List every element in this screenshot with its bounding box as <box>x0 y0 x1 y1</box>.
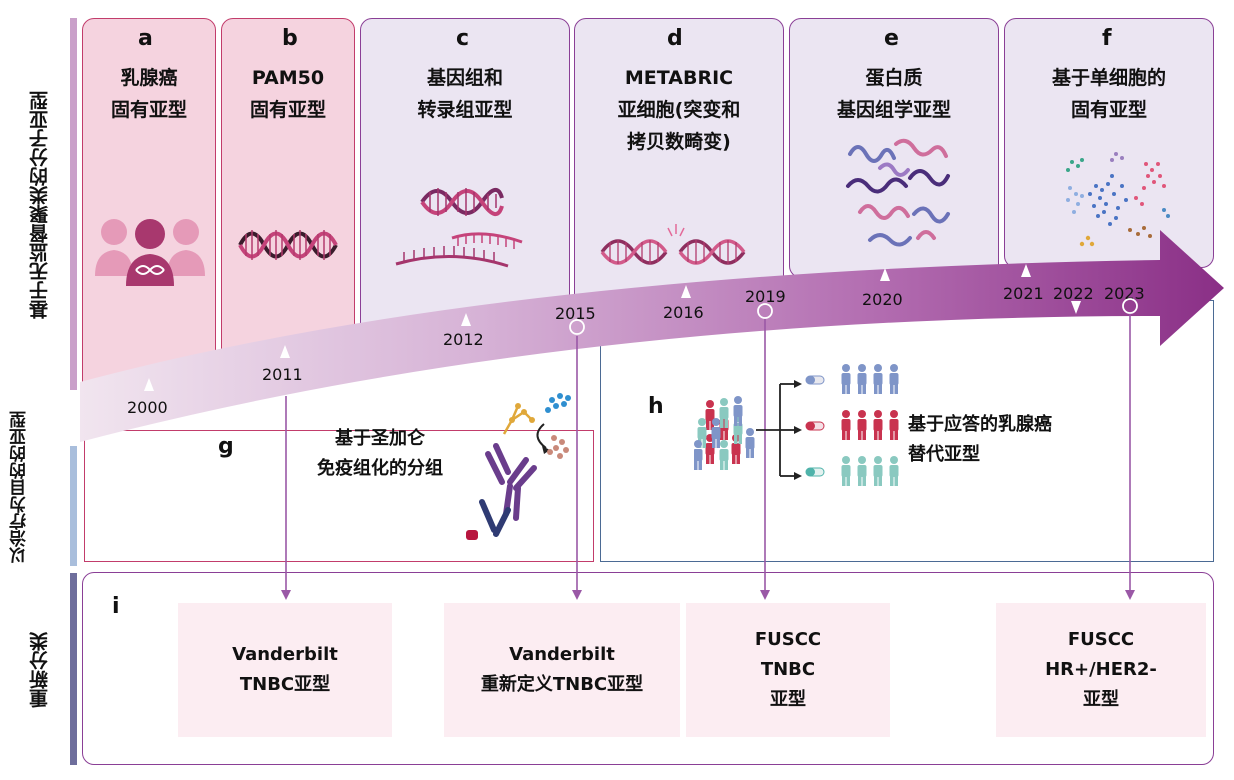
year-2012: 2012 <box>443 330 484 349</box>
antibody-icon <box>466 393 571 540</box>
panel-d-title: METABRIC 亚细胞(突变和 拷贝数畸变) <box>617 67 741 153</box>
tick-2020 <box>880 268 890 281</box>
panel-f-title: 基于单细胞的 固有亚型 <box>1051 67 1166 121</box>
tick-2012 <box>461 313 471 326</box>
panel-i-letter: i <box>112 594 120 619</box>
panel-f <box>1004 18 1214 268</box>
panel-h-letter: h <box>648 394 664 419</box>
therapeutic-bar <box>70 446 77 566</box>
timeline-arrow <box>80 230 1224 442</box>
reclass-box-vanderbilt-redefined: Vanderbilt 重新定义TNBC亚型 <box>444 603 680 737</box>
panel-c-title: 基因组和 转录组亚型 <box>417 67 513 121</box>
reclass-box-fuscc-tnbc: FUSCC TNBC 亚型 <box>686 603 890 737</box>
year-2016: 2016 <box>663 303 704 322</box>
panel-c <box>360 18 570 338</box>
reclass-bar <box>70 573 77 765</box>
tick-2016 <box>681 285 691 298</box>
reclass-box-vanderbilt-tnbc: Vanderbilt TNBC亚型 <box>178 603 392 737</box>
panel-a <box>82 18 216 398</box>
panel-h-label: 基于应答的乳腺癌 替代亚型 <box>908 414 1052 465</box>
panel-e <box>789 18 999 278</box>
year-2021: 2021 <box>1003 284 1044 303</box>
year-2015: 2015 <box>555 304 596 323</box>
panel-b <box>221 18 355 378</box>
panel-e-letter: e <box>884 26 899 51</box>
single-cell-cluster-icon <box>1066 152 1170 247</box>
year-2020: 2020 <box>862 290 903 309</box>
panel-c-letter: c <box>456 26 470 51</box>
people-dna-icon <box>95 219 205 286</box>
panel-f-letter: f <box>1102 26 1112 51</box>
panel-d-letter: d <box>667 26 683 51</box>
molecular-bar <box>70 18 77 390</box>
year-2019: 2019 <box>745 287 786 306</box>
dna-helix-icon <box>238 230 338 260</box>
panel-d <box>574 18 784 318</box>
year-2011: 2011 <box>262 365 303 384</box>
tick-2011 <box>280 345 290 358</box>
year-2022: 2022 <box>1053 284 1094 303</box>
panel-b-letter: b <box>282 26 298 51</box>
year-2023: 2023 <box>1104 284 1145 303</box>
year-2000: 2000 <box>127 398 168 417</box>
panel-b-title: PAM50 固有亚型 <box>249 67 326 121</box>
panel-g-letter: g <box>218 434 234 459</box>
panel-a-title: 乳腺癌 固有亚型 <box>110 67 187 121</box>
patients-response-icon <box>694 364 899 486</box>
tick-2000 <box>144 378 154 391</box>
mutated-dna-icon <box>600 224 746 265</box>
panel-g-label: 基于圣加仑 免疫组化的分组 <box>317 428 443 479</box>
tick-2021 <box>1021 264 1031 277</box>
panel-e-title: 蛋白质 基因组学亚型 <box>836 67 951 121</box>
genome-transcriptome-icon <box>395 188 523 268</box>
panel-a-letter: a <box>138 26 153 51</box>
protein-structure-icon <box>846 138 950 247</box>
reclass-box-fuscc-hr-her2: FUSCC HR+/HER2- 亚型 <box>996 603 1206 737</box>
